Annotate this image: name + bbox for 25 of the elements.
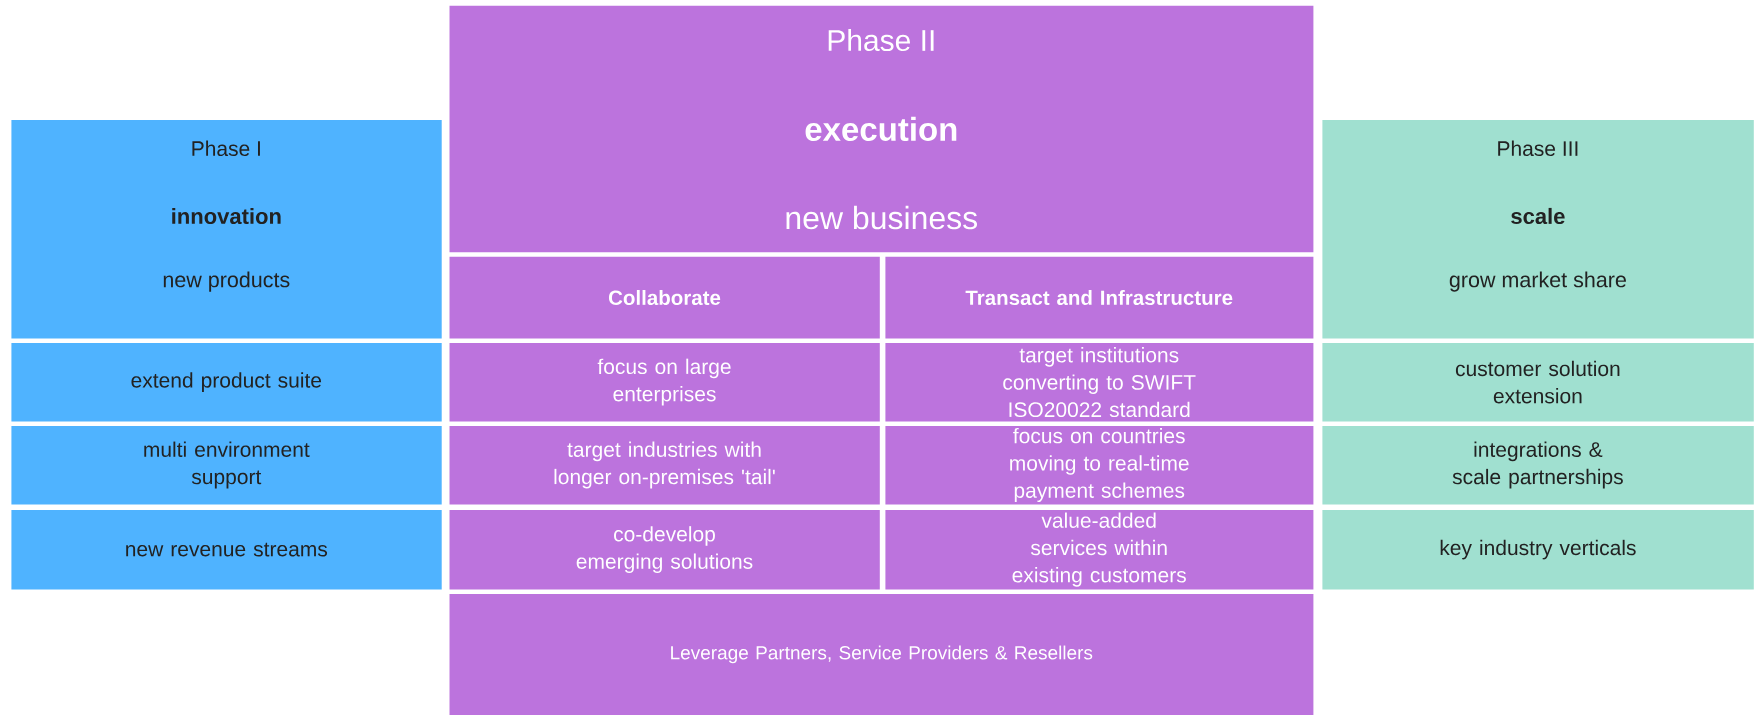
table-cell: customer solution extension xyxy=(1322,343,1754,422)
table-cell: value-added services within existing customers xyxy=(885,510,1314,590)
table-cell: focus on large enterprises xyxy=(449,343,880,422)
footer-box: Leverage Partners, Service Providers & Resellers xyxy=(449,594,1314,716)
column-header: Transact and Infrastructure xyxy=(885,256,1314,339)
table-cell: new revenue streams xyxy=(11,510,442,590)
phase-box xyxy=(1322,120,1754,339)
phase-label: Phase I xyxy=(192,140,260,156)
phase-heading: execution xyxy=(805,116,957,141)
column-header: Collaborate xyxy=(449,256,880,339)
phase-heading: scale xyxy=(1511,207,1565,225)
phase-subtitle: new products xyxy=(163,271,290,292)
table-cell: key industry verticals xyxy=(1322,510,1754,590)
phase-label: Phase II xyxy=(828,29,934,52)
phase-box xyxy=(11,120,442,339)
table-cell: extend product suite xyxy=(11,343,442,422)
table-cell: multi environment support xyxy=(11,426,442,505)
phase-heading: innovation xyxy=(172,207,281,225)
phase-box xyxy=(449,5,1314,253)
phase-subtitle: new business xyxy=(786,205,977,230)
table-cell: co-develop emerging solutions xyxy=(449,510,880,590)
table-cell: integrations & scale partnerships xyxy=(1322,426,1754,505)
phase-label: Phase III xyxy=(1498,140,1578,156)
table-cell: target industries with longer on-premises 'tail' xyxy=(449,426,880,505)
phase-subtitle: grow market share xyxy=(1449,271,1626,292)
